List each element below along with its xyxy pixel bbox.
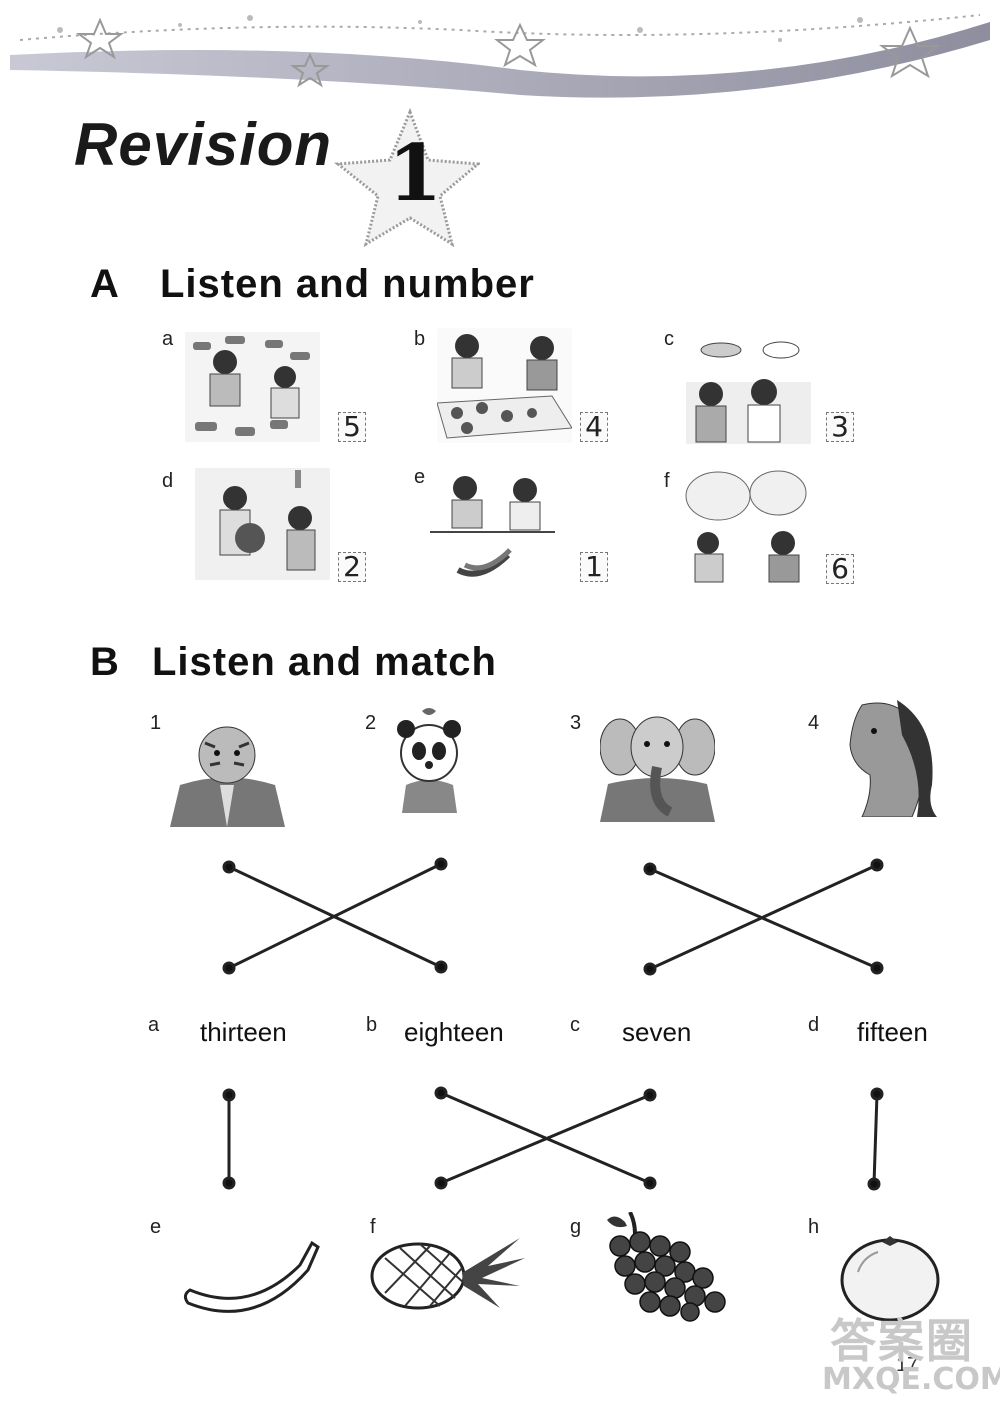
word-seven: seven <box>622 1017 692 1047</box>
fruit-letter-f: f <box>370 1216 376 1238</box>
word-thirteen: thirteen <box>200 1017 287 1047</box>
item-letter-c: c <box>664 328 674 350</box>
item-letter-f: f <box>664 470 670 492</box>
children-at-table-with-toys-picture <box>437 328 572 443</box>
orange-icon <box>840 1236 940 1322</box>
answer-box-c[interactable]: 3 <box>826 412 854 442</box>
item-letter-a: a <box>162 328 174 350</box>
page-number: 17 <box>896 1354 919 1376</box>
boys-playing-toy-cars-picture <box>185 332 320 442</box>
children-thinking-picture <box>683 468 811 583</box>
animal-number-1: 1 <box>150 712 162 734</box>
panda-icon <box>397 708 461 813</box>
watermark-logo: 答案圈 <box>830 1314 974 1368</box>
word-letter-d: d <box>808 1014 820 1036</box>
tiger-icon <box>170 726 285 827</box>
word-fruit-match-lines <box>222 1086 884 1191</box>
word-letter-c: c <box>570 1014 580 1036</box>
animal-number-2: 2 <box>365 712 377 734</box>
animal-number-4: 4 <box>808 712 820 734</box>
fruit-letter-h: h <box>808 1216 820 1238</box>
unit-number: 1 <box>387 128 443 219</box>
fruit-letter-e: e <box>150 1216 162 1238</box>
item-letter-e: e <box>414 466 426 488</box>
section-a-letter: A <box>90 262 120 306</box>
header-banner <box>10 14 990 98</box>
section-b-title: Listen and match <box>152 640 497 684</box>
animal-word-match-lines <box>222 857 884 976</box>
word-fifteen: fifteen <box>857 1017 928 1047</box>
cat-and-dog-children-picture <box>686 332 811 444</box>
word-letter-b: b <box>366 1014 378 1036</box>
answer-box-d[interactable]: 2 <box>338 552 366 582</box>
section-a-title: Listen and number <box>160 262 535 306</box>
animal-number-3: 3 <box>570 712 582 734</box>
answer-box-b[interactable]: 4 <box>580 412 608 442</box>
item-letter-d: d <box>162 470 174 492</box>
pineapple-icon <box>370 1238 525 1310</box>
grapes-icon <box>607 1212 726 1322</box>
word-letter-a: a <box>148 1014 160 1036</box>
children-with-basketball-picture <box>195 468 330 580</box>
section-b-letter: B <box>90 640 120 684</box>
banana-icon <box>183 1240 320 1313</box>
page-title: Revision <box>74 111 333 178</box>
answer-box-a[interactable]: 5 <box>338 412 366 442</box>
watermark-url: MXQE.COM <box>822 1362 1000 1397</box>
elephant-icon <box>600 716 715 822</box>
fruit-letter-g: g <box>570 1216 582 1238</box>
horse-icon <box>849 700 937 817</box>
answer-box-f[interactable]: 6 <box>826 554 854 584</box>
children-sharing-bananas-picture <box>430 470 555 585</box>
item-letter-b: b <box>414 328 426 350</box>
answer-box-e[interactable]: 1 <box>580 552 608 582</box>
unit-star-icon <box>334 108 480 248</box>
word-eighteen: eighteen <box>404 1017 504 1047</box>
